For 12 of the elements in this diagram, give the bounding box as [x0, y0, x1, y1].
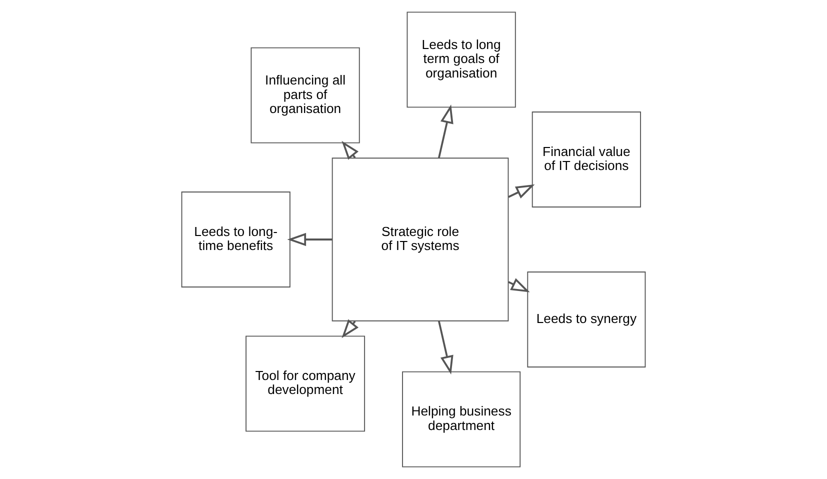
arrow — [508, 184, 535, 198]
node-box: Financial value of IT decisions — [532, 112, 641, 208]
node-box: Tool for company development — [246, 336, 366, 432]
arrow — [438, 320, 454, 375]
node-box: Leeds to synergy — [527, 272, 646, 368]
node-box: Helping business department — [402, 371, 521, 468]
arrow — [438, 104, 454, 158]
arrow — [287, 232, 332, 246]
node-box: Leeds to long-time benefits — [181, 192, 290, 288]
node-box: Leeds to long term goals of organisation — [406, 12, 516, 108]
node-box: Strategic role of IT systems — [332, 158, 509, 322]
node-box: Influencing all parts of organisation — [250, 47, 360, 144]
